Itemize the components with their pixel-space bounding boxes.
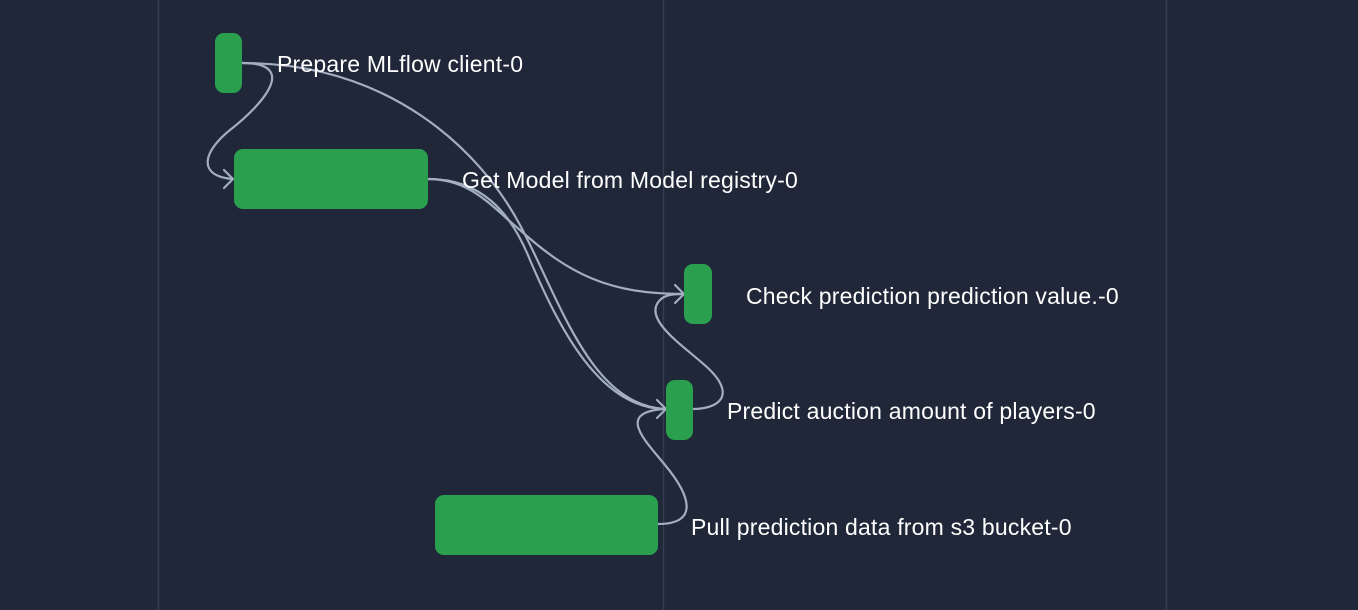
task-label-get-model: Get Model from Model registry-0 xyxy=(462,167,798,193)
edge-get-model-to-predict xyxy=(426,177,667,411)
task-label-check: Check prediction prediction value.-0 xyxy=(746,283,1119,309)
task-bar-check[interactable] xyxy=(684,264,712,324)
task-bar-pull[interactable] xyxy=(435,495,658,555)
grid-lines xyxy=(157,0,1168,610)
task-bars xyxy=(215,33,712,555)
task-label-predict: Predict auction amount of players-0 xyxy=(727,398,1096,424)
edge-predict-to-check xyxy=(654,292,724,411)
task-label-prepare: Prepare MLflow client-0 xyxy=(277,51,523,77)
task-label-pull: Pull prediction data from s3 bucket-0 xyxy=(691,514,1072,540)
edge-get-model-to-check xyxy=(426,177,685,296)
task-bar-prepare[interactable] xyxy=(215,33,242,93)
edge-prepare-to-get-model xyxy=(206,61,274,181)
dependency-edges xyxy=(206,61,724,526)
task-bar-get-model[interactable] xyxy=(234,149,428,209)
task-bar-predict[interactable] xyxy=(666,380,693,440)
task-labels: Prepare MLflow client-0 Get Model from M… xyxy=(277,51,1119,540)
arrowhead-get-model xyxy=(222,168,235,190)
edge-prepare-to-predict xyxy=(240,61,667,411)
edge-pull-to-predict xyxy=(636,407,688,526)
